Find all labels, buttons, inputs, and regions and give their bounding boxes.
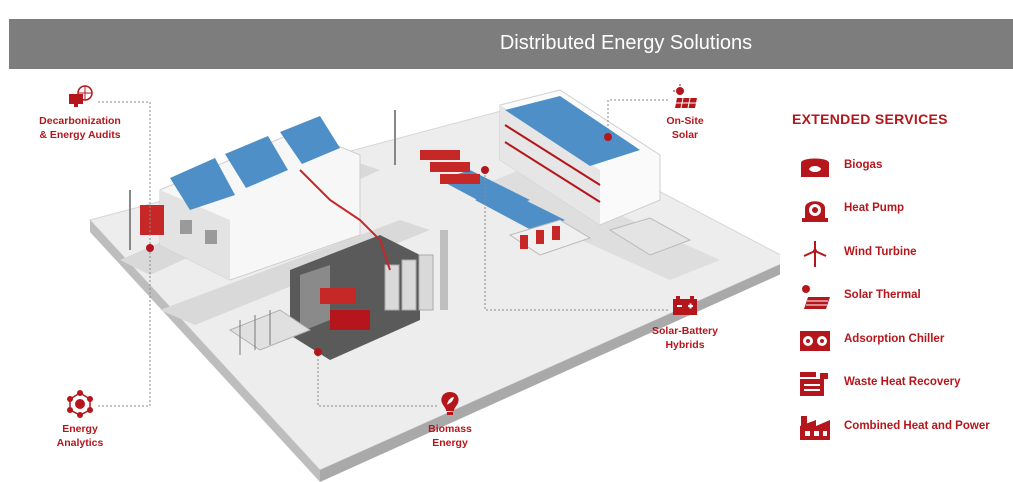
battery-icon: [673, 296, 697, 315]
chp-icon: [800, 416, 830, 440]
callout-biomass: Biomass Energy: [415, 390, 485, 450]
callout-energy-analytics-line1: Energy: [62, 423, 98, 435]
wind-turbine-icon: [803, 241, 827, 267]
callout-onsite-solar-line2: Solar: [671, 129, 699, 141]
service-item-combined-heat-power: Combined Heat and Power: [798, 414, 1013, 442]
callout-decarbonization-line2: & Energy Audits: [39, 129, 121, 141]
callout-solar-battery: Solar-Battery Hybrids: [640, 294, 730, 352]
waste-heat-recovery-icon: [800, 372, 828, 396]
callout-biomass-line2: Energy: [432, 437, 468, 449]
service-label-adsorption-chiller: Adsorption Chiller: [844, 333, 945, 345]
callout-biomass-line1: Biomass: [428, 423, 472, 435]
service-label-solar-thermal: Solar Thermal: [844, 289, 921, 301]
computer-audit-icon: [69, 85, 93, 107]
callout-onsite-solar-line1: On-Site: [666, 115, 704, 127]
callout-onsite-solar: On-Site Solar: [655, 84, 715, 142]
service-label-combined-heat-power: Combined Heat and Power: [844, 420, 990, 432]
service-label-wind-turbine: Wind Turbine: [844, 246, 917, 258]
bulb-leaf-icon: [441, 392, 459, 415]
service-item-waste-heat-recovery: Waste Heat Recovery: [798, 370, 1013, 398]
callout-energy-analytics-line2: Analytics: [56, 437, 104, 449]
service-item-solar-thermal: Solar Thermal: [798, 283, 1013, 311]
service-label-heat-pump: Heat Pump: [844, 202, 905, 214]
service-item-heat-pump: Heat Pump: [798, 196, 1013, 224]
callout-solar-battery-line2: Hybrids: [665, 339, 705, 351]
service-item-wind-turbine: Wind Turbine: [798, 240, 1013, 268]
extended-services-title: EXTENDED SERVICES: [792, 111, 948, 127]
service-label-waste-heat-recovery: Waste Heat Recovery: [844, 376, 961, 388]
network-analytics-icon: [67, 390, 93, 418]
solar-thermal-icon: [802, 285, 830, 309]
industrial-site-illustration: [89, 89, 780, 482]
callout-decarbonization: Decarbonization & Energy Audits: [30, 84, 130, 142]
heat-pump-icon: [802, 201, 828, 222]
callout-energy-analytics: Energy Analytics: [45, 390, 115, 450]
service-item-biogas: Biogas: [798, 153, 1013, 181]
callout-decarbonization-line1: Decarbonization: [39, 115, 121, 127]
biogas-icon: [801, 158, 829, 177]
solar-panel-icon: [673, 84, 697, 109]
callout-solar-battery-line1: Solar-Battery: [652, 325, 718, 337]
adsorption-chiller-icon: [800, 331, 830, 351]
page-title: Distributed Energy Solutions: [499, 32, 753, 54]
header-banner: Distributed Energy Solutions: [9, 19, 1013, 69]
service-item-adsorption-chiller: Adsorption Chiller: [798, 327, 1013, 355]
service-label-biogas: Biogas: [844, 159, 883, 171]
